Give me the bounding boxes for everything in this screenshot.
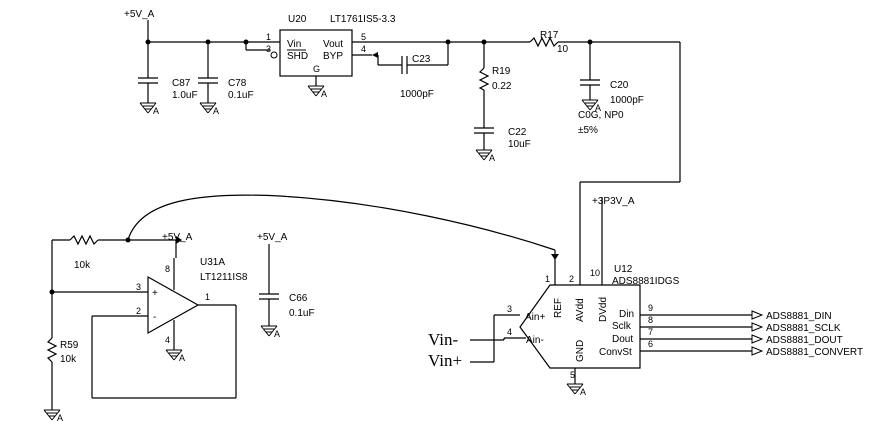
u12-pin-ainp: Ain+ xyxy=(525,312,545,323)
u12-pin-n7: 7 xyxy=(648,327,653,337)
u20-ref: U20 xyxy=(288,14,307,25)
c66-ref: C66 xyxy=(289,293,308,304)
u12-pin-n5: 5 xyxy=(570,370,575,380)
c23-value: 1000pF xyxy=(400,89,434,100)
u12-pin-n9: 9 xyxy=(648,303,653,313)
c20-value: 1000pF xyxy=(610,95,644,106)
ground-label: A xyxy=(213,106,219,116)
u31a-pin-3: 3 xyxy=(136,282,141,292)
resistor-r59: A xyxy=(43,292,63,423)
resistor-r19: A xyxy=(474,42,495,163)
u20-pin-4: 4 xyxy=(361,44,366,54)
r-fb-value: 10k xyxy=(74,260,91,271)
signal-din[interactable] xyxy=(640,310,764,320)
supply-label-3p3v: +3P3V_A xyxy=(592,196,635,207)
u12-pin-convst: ConvSt xyxy=(599,347,632,358)
u20-pin-1: 1 xyxy=(266,32,271,42)
u12-pin-avdd: AVdd xyxy=(575,298,586,322)
u20-pin-5: 5 xyxy=(361,32,366,42)
regulator-u20 xyxy=(279,29,353,77)
u12-pin-n3: 3 xyxy=(507,304,512,314)
signal-dout[interactable] xyxy=(640,334,764,344)
u12-pin-n10: 10 xyxy=(590,268,600,278)
u20-pin-byp: BYP xyxy=(323,51,343,62)
u31a-minus: - xyxy=(153,312,156,323)
signal-convert-label: ADS8881_CONVERT xyxy=(766,347,863,358)
u12-pin-n8: 8 xyxy=(648,315,653,325)
c23-ref: C23 xyxy=(412,54,431,65)
u20-pin-g: G xyxy=(313,64,320,74)
ground-label: A xyxy=(580,387,586,397)
u31a-ref: U31A xyxy=(200,257,225,268)
c78-ref: C78 xyxy=(228,78,247,89)
ground-label: A xyxy=(595,103,601,113)
u12-pin-n2: 2 xyxy=(569,274,574,284)
u12-pin-n6: 6 xyxy=(648,339,653,349)
signal-sclk[interactable] xyxy=(640,322,764,332)
vin-minus-label: Vin- xyxy=(428,330,458,349)
signal-sclk-label: ADS8881_SCLK xyxy=(766,323,841,334)
u20-pin-vin: Vin xyxy=(287,39,301,50)
u31a-pin-2: 2 xyxy=(136,306,141,316)
signal-dout-label: ADS8881_DOUT xyxy=(766,335,843,346)
r17-ref: R17 xyxy=(540,30,559,41)
u12-pin-ainm: Ain- xyxy=(526,335,544,346)
u31a-plus: + xyxy=(152,288,158,299)
c20-tolerance: ±5% xyxy=(578,125,598,136)
c22-value: 10uF xyxy=(508,139,531,150)
u31a-pin-4: 4 xyxy=(165,335,170,345)
capacitor-c20: A xyxy=(580,42,601,113)
c66-value: 0.1uF xyxy=(289,308,315,319)
c78-value: 0.1uF xyxy=(228,90,254,101)
vin-plus-label: Vin+ xyxy=(428,351,462,370)
u31a-part: LT1211IS8 xyxy=(200,272,248,283)
capacitor-c87: A xyxy=(138,42,159,116)
u20-pin-vout: Vout xyxy=(323,39,343,50)
r17-value: 10 xyxy=(557,44,569,55)
r19-ref: R19 xyxy=(492,66,511,77)
opamp-u31a xyxy=(147,275,200,335)
u20-pin-3: 3 xyxy=(266,44,271,54)
c22-ref: C22 xyxy=(508,127,527,138)
c87-ref: C87 xyxy=(172,78,191,89)
u12-pin-dout: Dout xyxy=(612,334,633,345)
supply-label-5v-top: +5V_A xyxy=(124,9,155,20)
signal-convert[interactable] xyxy=(640,346,764,356)
u20-part: LT1761IS5-3.3 xyxy=(330,14,396,25)
capacitor-c78: A xyxy=(198,42,219,116)
u12-pin-sclk: Sclk xyxy=(612,321,632,332)
u31a-pin-1: 1 xyxy=(205,292,210,302)
supply-label-5v-opamp: +5V_A xyxy=(162,232,193,243)
c20-dielectric: C0G, NP0 xyxy=(578,110,624,121)
u12-pin-dvdd: DVdd xyxy=(598,297,609,322)
u12-ref: U12 xyxy=(614,264,633,275)
ground-label: A xyxy=(321,89,327,99)
ground-label: A xyxy=(179,353,185,363)
r59-value: 10k xyxy=(60,354,77,365)
u12-pin-din: Din xyxy=(619,309,634,320)
ground-label: A xyxy=(153,106,159,116)
u12-pin-n4: 4 xyxy=(507,327,512,337)
r59-ref: R59 xyxy=(60,340,79,351)
adc-u12 xyxy=(519,284,641,369)
u31a-pin-8: 8 xyxy=(165,264,170,274)
capacitor-c66: A xyxy=(259,244,280,339)
u12-pin-ref: REF xyxy=(553,298,564,318)
r19-value: 0.22 xyxy=(492,81,512,92)
resistor-10k-feedback xyxy=(69,234,99,246)
ground-label: A xyxy=(489,153,495,163)
resistor-r17 xyxy=(529,36,559,48)
capacitor-c23 xyxy=(401,56,408,74)
ground-label: A xyxy=(57,413,63,423)
u12-pin-gnd: GND xyxy=(575,340,586,362)
ground-label: A xyxy=(274,329,280,339)
c20-ref: C20 xyxy=(610,80,629,91)
u12-pin-n1: 1 xyxy=(545,274,550,284)
u12-part: ADS8881IDGS xyxy=(612,276,680,287)
signal-din-label: ADS8881_DIN xyxy=(766,311,832,322)
c87-value: 1.0uF xyxy=(172,90,198,101)
supply-label-5v-c66: +5V_A xyxy=(257,232,288,243)
u20-pin-shd: SHD xyxy=(287,51,308,62)
